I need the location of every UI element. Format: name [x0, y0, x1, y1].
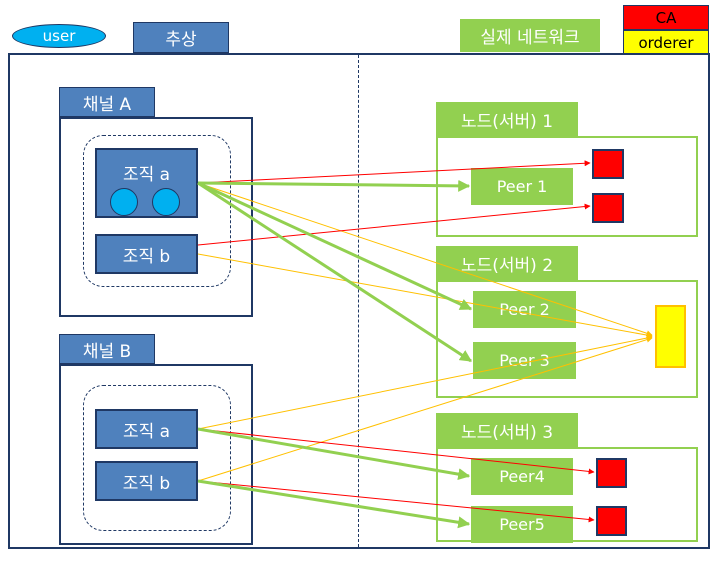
real-network-label: 실제 네트워크 — [480, 28, 580, 48]
node-2-label: 노드(서버) 2 — [460, 255, 554, 276]
org-label: 조직 b — [122, 473, 171, 494]
peer-label: Peer 1 — [496, 177, 548, 196]
org-label: 조직 b — [122, 246, 171, 267]
peer-3: Peer 3 — [473, 342, 576, 379]
divider-line — [358, 55, 359, 547]
peer-4: Peer4 — [471, 458, 573, 495]
orderer-label: orderer — [638, 33, 694, 52]
node-1-tab: 노드(서버) 1 — [436, 102, 578, 136]
ca-node-1b — [592, 193, 624, 223]
ca-box: CA — [623, 5, 709, 30]
ca-node-3a — [596, 458, 627, 488]
peer-label: Peer 2 — [499, 300, 550, 319]
channel-b-org-b: 조직 b — [95, 461, 198, 501]
user-label: user — [42, 27, 76, 45]
channel-a-org-a: 조직 a — [95, 148, 198, 218]
channel-a-tab: 채널 A — [59, 87, 155, 117]
org-label: 조직 a — [122, 421, 171, 442]
peer-1: Peer 1 — [471, 168, 573, 205]
orderer-node — [655, 305, 686, 368]
node-3-label: 노드(서버) 3 — [460, 422, 554, 443]
outer-frame — [8, 53, 710, 549]
channel-b-label: 채널 B — [82, 341, 132, 362]
peer-5: Peer5 — [471, 506, 573, 543]
real-network-tab: 실제 네트워크 — [460, 19, 600, 52]
ca-node-3b — [596, 506, 627, 536]
channel-a-org-b: 조직 b — [95, 234, 198, 274]
user-circle — [152, 188, 180, 216]
peer-label: Peer5 — [499, 515, 545, 534]
ca-label: CA — [655, 8, 677, 27]
peer-label: Peer4 — [499, 467, 545, 486]
orderer-box: orderer — [623, 30, 709, 55]
channel-a-label: 채널 A — [82, 94, 132, 115]
node-1-label: 노드(서버) 1 — [460, 111, 554, 132]
peer-label: Peer 3 — [499, 351, 550, 370]
abstract-label: 추상 — [165, 30, 197, 50]
org-label: 조직 a — [122, 165, 171, 185]
channel-b-org-a: 조직 a — [95, 409, 198, 449]
channel-b-tab: 채널 B — [59, 334, 155, 364]
abstract-tab: 추상 — [133, 22, 229, 53]
ca-node-1a — [592, 149, 624, 179]
node-2-tab: 노드(서버) 2 — [436, 246, 578, 280]
peer-2: Peer 2 — [473, 291, 576, 328]
node-3-tab: 노드(서버) 3 — [436, 413, 578, 447]
user-circle — [110, 188, 138, 216]
channel-b-dashed-group — [83, 385, 231, 531]
user-ellipse: user — [12, 24, 106, 48]
